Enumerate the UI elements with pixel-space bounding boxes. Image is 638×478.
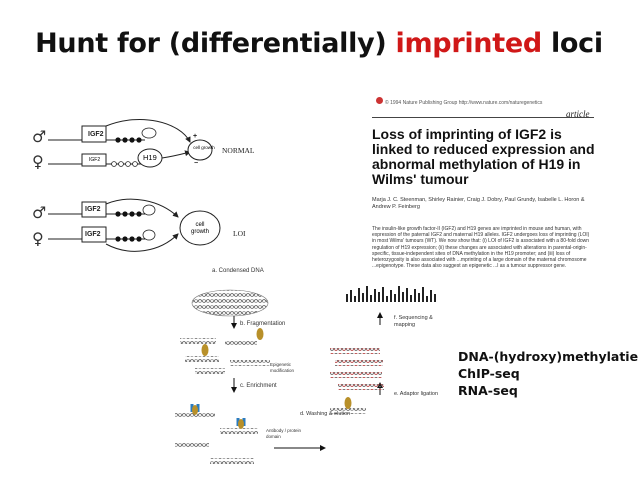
normal-paternal-allele: ♂ <box>32 119 191 146</box>
npg-logo-icon <box>376 97 383 104</box>
chip-seq-workflow-diagram <box>175 286 440 464</box>
h19-label: H19 <box>143 153 157 162</box>
paper-abstract: The insulin-like growth factor-II (IGF2)… <box>372 226 590 270</box>
imprinting-diagram: ♂ ♀ ♂ ♀ <box>32 119 221 252</box>
antibody-label: Antibody / protein domain <box>266 428 302 439</box>
methods-list: DNA-(hydroxy)methylatie ChIP-seq RNA-seq <box>458 348 638 399</box>
cell-growth-label-loi: cell growth <box>190 222 209 235</box>
male-symbol-icon: ♂ <box>32 127 46 146</box>
slide-title: Hunt for (differentially) imprinted loci <box>0 28 638 59</box>
cell-growth-circle-loi <box>179 210 221 246</box>
female-symbol-icon: ♀ <box>32 152 44 171</box>
step-e-label: e. Adaptor ligation <box>394 391 439 397</box>
loi-paternal-allele: ♂ <box>32 198 179 222</box>
method-item: ChIP-seq <box>458 366 520 381</box>
title-part1: Hunt for (differentially) <box>35 28 396 59</box>
igf2-label-normal: IGF2 <box>88 131 104 138</box>
paper-title-line2: linked to reduced expression and <box>372 141 595 157</box>
h19-small-circle <box>141 127 157 139</box>
sequencing-reads-track <box>345 286 440 302</box>
paper-rule <box>372 117 594 118</box>
antibody-icon <box>190 404 200 412</box>
condensed-dna-blob <box>191 289 269 317</box>
paper-title: Loss of imprinting of IGF2 is linked to … <box>372 127 602 187</box>
minus-sign: − <box>194 160 199 167</box>
step-b-label: b. Fragmentation <box>240 321 286 327</box>
step-f-label: f. Sequencing & mapping <box>394 315 433 328</box>
step-a-label: a. Condensed DNA <box>212 268 264 274</box>
plus-sign: + <box>193 133 198 140</box>
step-c-label: c. Enrichment <box>240 383 277 389</box>
method-item: RNA-seq <box>458 383 518 398</box>
igf2-label-loi-maternal: IGF2 <box>85 231 101 238</box>
paper-title-line4: Wilms' tumour <box>372 171 469 187</box>
cell-growth-label-normal: cell growth <box>193 145 215 150</box>
normal-state-label: NORMAL <box>222 146 255 155</box>
female-symbol-icon: ♀ <box>32 229 44 248</box>
loi-state-label: LOI <box>233 229 246 238</box>
cell-growth-circle-normal <box>187 139 213 161</box>
paper-article-tag: article <box>566 109 590 119</box>
step-d-label: d. Washing & elution <box>300 411 351 417</box>
igf2-box <box>81 125 107 143</box>
title-part2: loci <box>541 28 603 59</box>
male-symbol-icon: ♂ <box>32 203 46 222</box>
normal-maternal-allele: ♀ <box>32 148 191 171</box>
method-item: DNA-(hydroxy)methylatie <box>458 349 638 364</box>
epigenetic-mark-icon <box>256 328 264 340</box>
paper-title-line1: Loss of imprinting of IGF2 is <box>372 126 562 142</box>
igf2-label-loi-paternal: IGF2 <box>85 206 101 213</box>
igf2-label-normal-maternal: IGF2 <box>89 157 101 163</box>
paper-title-line3: abnormal methylation of H19 in <box>372 156 581 172</box>
title-highlight: imprinted <box>395 28 543 59</box>
epigenetic-modification-label: Epigenetic modification <box>270 362 295 373</box>
paper-authors: Marja J. C. Steenman, Shirley Rainier, C… <box>372 197 585 210</box>
paper-copyright: © 1994 Nature Publishing Group http://ww… <box>385 100 543 106</box>
loi-maternal-allele: ♀ <box>32 226 179 252</box>
